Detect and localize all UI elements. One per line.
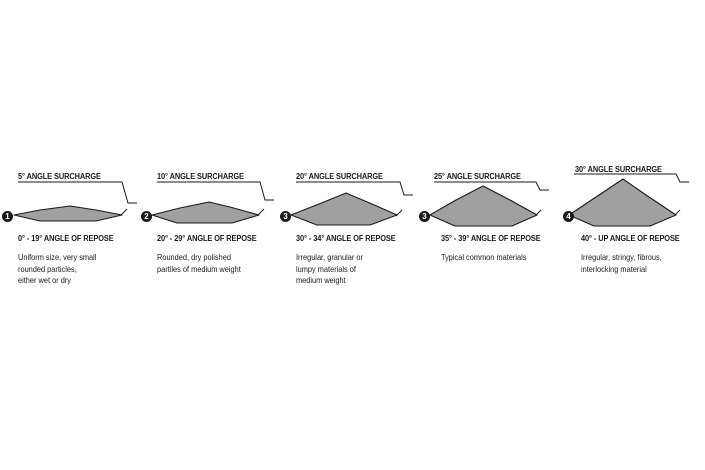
panel-3a-graphic [290,181,413,226]
panel-2-description-line: partiles of medium weight [157,263,241,274]
panel-2-surcharge-tick [257,208,265,216]
panel-1-description: Uniform size, very small rounded particl… [18,252,96,287]
panel-2-number-badge: 2 [141,211,152,222]
panel-3a-description: Irregular, granular or lumpy materials o… [296,252,363,287]
panel-3a-description-line: Irregular, granular or [296,252,363,262]
panel-1-description-line: Uniform size, very small [18,252,97,262]
panel-2-material-pile [151,201,260,224]
panel-4-description-line: interlocking material [581,263,647,274]
panel-3a-material-pile [290,192,398,226]
panel-1-description-line: either wet or dry [18,275,71,286]
panel-1-graphic [13,181,137,222]
panel-3a-surcharge-leader-line [296,181,413,196]
panel-2-surcharge-label: 10° ANGLE SURCHARGE [157,171,244,181]
panel-3b-repose-label: 35° - 39° ANGLE OF REPOSE [441,233,541,243]
panel-3b-description: Typical common materials [441,252,526,264]
panel-1-repose-label: 0° - 19° ANGLE OF REPOSE [18,233,114,243]
panel-3a-number-badge: 3 [280,211,291,222]
panel-4-surcharge-leader-line [574,173,689,183]
panel-4-repose-label: 40° - UP ANGLE OF REPOSE [581,233,680,243]
panel-2-repose-label: 20° - 29° ANGLE OF REPOSE [157,233,257,243]
panel-3b-description-line: Typical common materials [441,252,527,262]
panel-1-surcharge-leader-line [18,181,137,204]
panel-3a-surcharge-label: 20° ANGLE SURCHARGE [296,171,383,181]
panel-1-surcharge-tick [120,208,128,216]
panel-3b-surcharge-leader-line [434,181,549,191]
panel-3a-repose-label: 30° - 34° ANGLE OF REPOSE [296,233,396,243]
panel-1-surcharge-label: 5° ANGLE SURCHARGE [18,171,101,181]
panel-4-number-badge: 4 [563,211,574,222]
panel-4-material-pile [568,178,677,227]
panel-2-graphic [151,181,274,224]
panel-4-graphic [568,173,689,227]
panel-3b-number-badge: 3 [419,211,430,222]
panel-3b-surcharge-label: 25° ANGLE SURCHARGE [434,171,521,181]
panel-2-description-line: Rounded, dry polished [157,252,231,262]
panel-3a-description-line: lumpy materials of [296,263,356,274]
panel-4-description: Irregular, stringy, fibrous, interlockin… [581,252,662,275]
panel-1-material-pile [13,205,123,222]
panel-3b-graphic [429,181,549,227]
panel-4-surcharge-label: 30° ANGLE SURCHARGE [575,164,662,174]
panel-3a-description-line: medium weight [296,275,346,286]
panel-1-number-badge: 1 [2,211,13,222]
panel-1-description-line: rounded particles, [18,263,77,274]
panel-2-surcharge-leader-line [157,181,274,201]
panel-4-description-line: Irregular, stringy, fibrous, [581,252,662,262]
panel-3b-material-pile [429,185,538,227]
panel-2-description: Rounded, dry polished partiles of medium… [157,252,241,275]
